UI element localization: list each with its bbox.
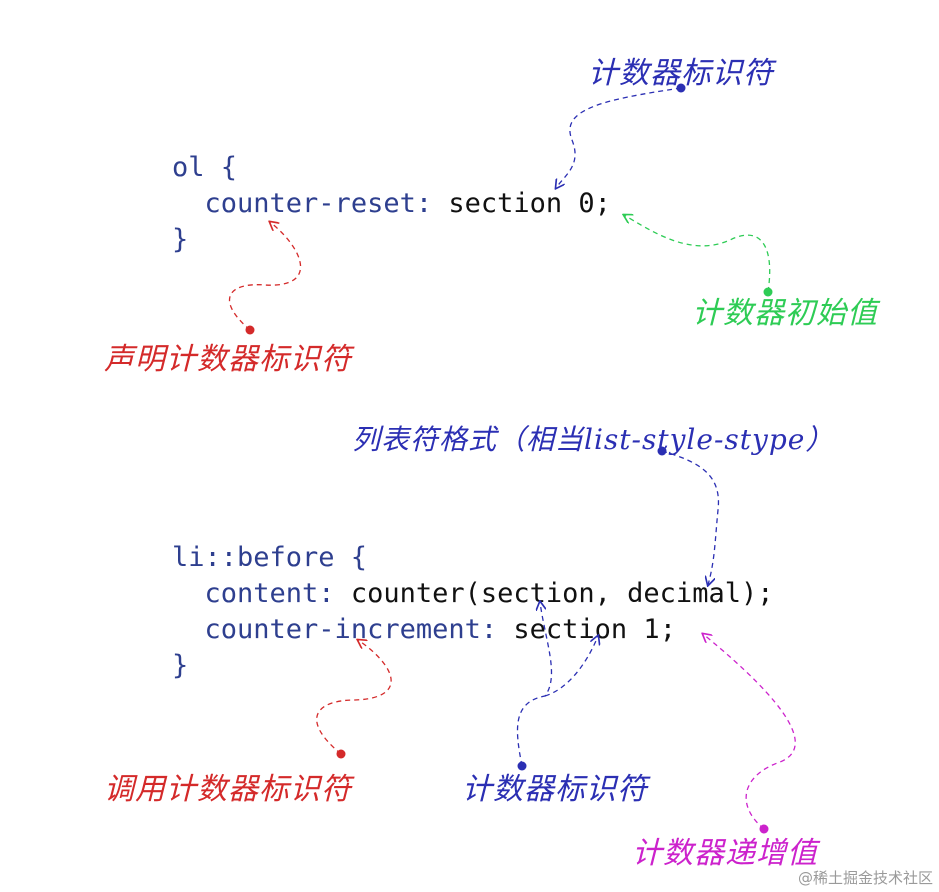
code-line-content: content: counter(section, decimal); xyxy=(172,576,774,612)
code-line-counter-reset: counter-reset: section 0; xyxy=(172,186,611,222)
code-ol-selector: ol { xyxy=(172,152,238,183)
code-block-ol: ol { counter-reset: section 0;} xyxy=(172,150,611,258)
code-ol-close-brace: } xyxy=(172,224,189,255)
code-content-property: content: xyxy=(204,578,335,609)
code-counter-increment-property: counter-increment: xyxy=(204,614,498,645)
annotation-declare-counter-identifier: 声明计数器标识符 xyxy=(104,342,352,377)
code-counter-reset-value: section 0; xyxy=(448,188,611,219)
annotation-call-counter-identifier: 调用计数器标识符 xyxy=(104,772,352,807)
code-counter-increment-value: section 1; xyxy=(513,614,676,645)
arrow-counter-initial-value xyxy=(624,215,773,297)
code-line-ol-open: ol { xyxy=(172,150,611,186)
code-content-value: counter(section, decimal); xyxy=(350,578,774,609)
code-li-before-close-brace: } xyxy=(172,650,189,681)
code-li-before-selector: li::before { xyxy=(172,542,368,573)
code-counter-reset-property: counter-reset: xyxy=(204,188,433,219)
code-line-li-before-open: li::before { xyxy=(172,540,773,576)
watermark: @稀土掘金技术社区 xyxy=(797,869,933,887)
code-block-li-before: li::before { content: counter(section, d… xyxy=(172,540,773,684)
annotation-counter-increment-value: 计数器递增值 xyxy=(632,836,818,871)
code-line-ol-close: } xyxy=(172,222,611,258)
annotation-counter-identifier-top: 计数器标识符 xyxy=(588,56,774,91)
code-line-counter-increment: counter-increment: section 1; xyxy=(172,612,773,648)
annotation-counter-initial-value: 计数器初始值 xyxy=(692,296,878,331)
annotation-list-marker-format: 列表符格式（相当list-style-stype） xyxy=(352,423,835,456)
code-line-li-before-close: } xyxy=(172,648,773,684)
annotation-counter-identifier-bottom: 计数器标识符 xyxy=(462,772,648,807)
